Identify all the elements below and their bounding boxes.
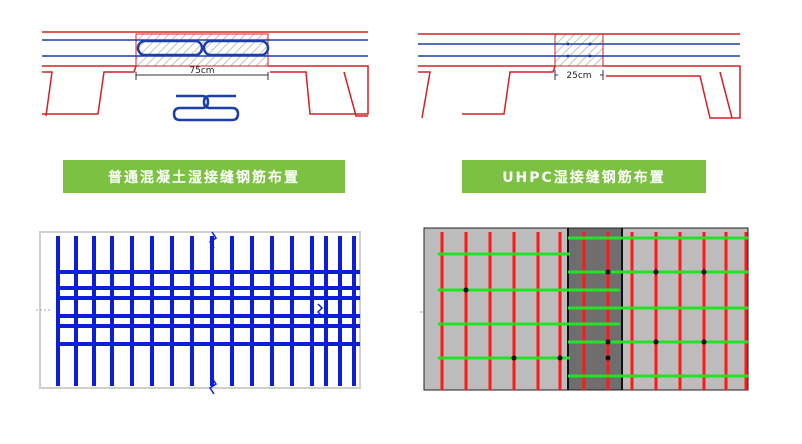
loop-detail-icon [172,94,240,122]
red-vertical-bars [440,232,748,390]
uhpc-joint-section-drawing: 25cm [418,33,741,119]
normal-joint-section-drawing: 75cm [42,31,369,122]
left-girder-outline [42,65,138,115]
normal-rebar-plan-drawing [36,231,361,395]
loop-rebar-left [136,39,204,57]
left-girder-web [42,71,53,117]
uhpc-joint-hatch [554,33,604,67]
uhpc-joint-section: 25cm [410,20,750,140]
loop-rebar-right [202,39,270,57]
dimension-75-label: 75cm [189,66,214,76]
break-marks [208,231,324,395]
uhpc-joint-label: UHPC湿接缝钢筋布置 [462,160,706,193]
vertical-bars [56,236,356,386]
normal-concrete-joint-section: 75cm [30,20,380,140]
rebar-nodes [463,269,707,361]
right-girder-outline [268,65,369,115]
horizontal-bars [56,270,360,346]
left-slab [424,228,568,390]
uhpc-right-girder [603,65,741,119]
uhpc-left-girder [418,65,557,115]
dimension-25-label: 25cm [566,71,591,81]
uhpc-joint-rebar-plan [420,224,752,392]
right-girder-web [343,71,368,117]
uhpc-rebar-plan-drawing [420,227,749,391]
normal-joint-label: 普通混凝土湿接缝钢筋布置 [63,160,345,193]
normal-joint-rebar-plan [36,228,366,396]
